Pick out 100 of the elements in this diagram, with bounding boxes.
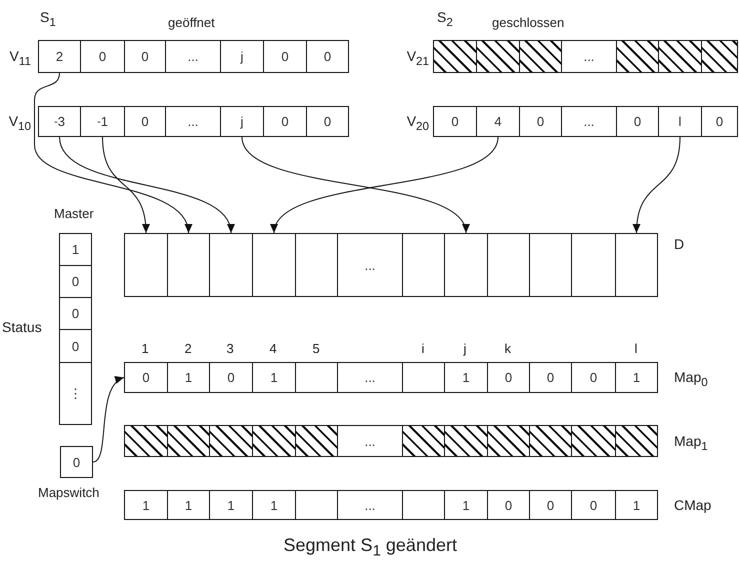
segment-state: geöffnet	[168, 14, 215, 32]
array-label: V$_{10}$	[8, 112, 31, 135]
empty-cell	[571, 233, 616, 297]
memory-cell: ...	[561, 106, 617, 137]
memory-cell: 0	[571, 362, 616, 393]
hatched-cell	[167, 425, 210, 457]
empty-cell	[295, 233, 338, 297]
arrow	[273, 136, 498, 234]
column-index: 5	[312, 340, 320, 358]
memory-cell: 0	[263, 106, 307, 137]
empty-cell	[252, 233, 296, 297]
empty-cell	[444, 233, 488, 297]
hatched-cell	[209, 425, 253, 457]
memory-cell: 1	[615, 362, 658, 393]
memory-cell: l	[658, 106, 702, 137]
arrow	[92, 377, 124, 462]
empty-cell	[402, 233, 445, 297]
array-label: D	[674, 235, 686, 253]
empty-cell	[615, 233, 658, 297]
column-index: 1	[142, 340, 149, 358]
memory-cell: ⋮	[59, 362, 92, 425]
memory-cell: ...	[165, 40, 221, 73]
array-label: Map$_{1}$	[674, 432, 709, 455]
segment-name: S$_{1}$	[40, 8, 56, 31]
memory-cell: 0	[80, 40, 125, 73]
arrow	[34, 72, 190, 234]
column-index: 2	[184, 340, 192, 358]
array-label: Map$_{0}$	[674, 368, 709, 391]
hatched-cell	[124, 425, 168, 457]
hatched-cell	[295, 425, 338, 457]
memory-cell: 1	[444, 490, 488, 520]
array-label: V$_{20}$	[406, 112, 429, 135]
memory-cell: 1	[444, 362, 488, 393]
hatched-cell	[476, 40, 520, 73]
memory-cell: 0	[701, 106, 738, 137]
memory-cell: 0	[529, 490, 572, 520]
array-label: V$_{21}$	[406, 47, 429, 70]
memory-cell: 1	[252, 490, 296, 520]
register-label: Mapswitch	[38, 484, 100, 502]
memory-cell: 0	[59, 297, 92, 330]
hatched-cell	[444, 425, 488, 457]
arrow	[102, 136, 150, 234]
memory-cell: ...	[337, 233, 403, 297]
memory-cell: 0	[571, 490, 616, 520]
arrow	[633, 136, 680, 234]
memory-cell: 0	[59, 265, 92, 298]
hatched-cell	[529, 425, 572, 457]
array-label: Status	[2, 318, 43, 336]
memory-cell: 2	[38, 40, 81, 73]
empty-cell	[167, 233, 210, 297]
memory-cell: 0	[209, 362, 253, 393]
memory-cell: 1	[167, 490, 210, 520]
empty-cell	[529, 233, 572, 297]
memory-cell: 0	[263, 40, 307, 73]
memory-cell: 1	[167, 362, 210, 393]
memory-cell: 4	[476, 106, 520, 137]
memory-cell: ...	[337, 490, 403, 520]
array-label: CMap	[674, 496, 712, 514]
memory-cell: 0	[124, 40, 166, 73]
memory-cell: 0	[616, 106, 659, 137]
hatched-cell	[571, 425, 616, 457]
column-index: 3	[226, 340, 234, 358]
memory-cell: 0	[487, 362, 530, 393]
array-label: V$_{11}$	[8, 47, 31, 70]
memory-cell: ...	[337, 362, 403, 393]
memory-cell: 1	[124, 490, 168, 520]
memory-cell: ...	[165, 106, 221, 137]
memory-cell: 0	[529, 362, 572, 393]
hatched-cell	[402, 425, 445, 457]
memory-cell: 1	[252, 362, 296, 393]
column-index: i	[422, 340, 424, 358]
empty-cell	[209, 233, 253, 297]
hatched-cell	[433, 40, 477, 73]
memory-cell: 1	[615, 490, 658, 520]
column-heading: Master	[54, 205, 94, 223]
memory-cell: 1	[59, 233, 92, 266]
memory-cell: j	[220, 40, 264, 73]
column-index: 4	[270, 340, 277, 358]
arrow	[242, 136, 467, 234]
empty-cell	[487, 233, 530, 297]
hatched-cell	[616, 40, 659, 73]
memory-cell: 0	[306, 106, 349, 137]
arrow	[59, 136, 233, 234]
column-index: k	[504, 340, 511, 358]
memory-cell: 0	[519, 106, 562, 137]
figure-caption: Segment S$_{1}$ geändert	[284, 534, 457, 562]
hatched-cell	[615, 425, 658, 457]
empty-cell	[124, 233, 168, 297]
hatched-cell	[519, 40, 562, 73]
hatched-cell	[701, 40, 738, 73]
memory-cell: j	[220, 106, 264, 137]
hatched-cell	[252, 425, 296, 457]
memory-cell: 0	[306, 40, 349, 73]
memory-cell: 0	[59, 329, 92, 363]
segment-name: S$_{2}$	[437, 8, 453, 31]
segment-state: geschlossen	[492, 14, 564, 32]
column-index: l	[634, 340, 638, 358]
memory-cell: 0	[60, 446, 93, 478]
memory-cell: ...	[337, 425, 403, 457]
memory-cell: 0	[124, 362, 168, 393]
